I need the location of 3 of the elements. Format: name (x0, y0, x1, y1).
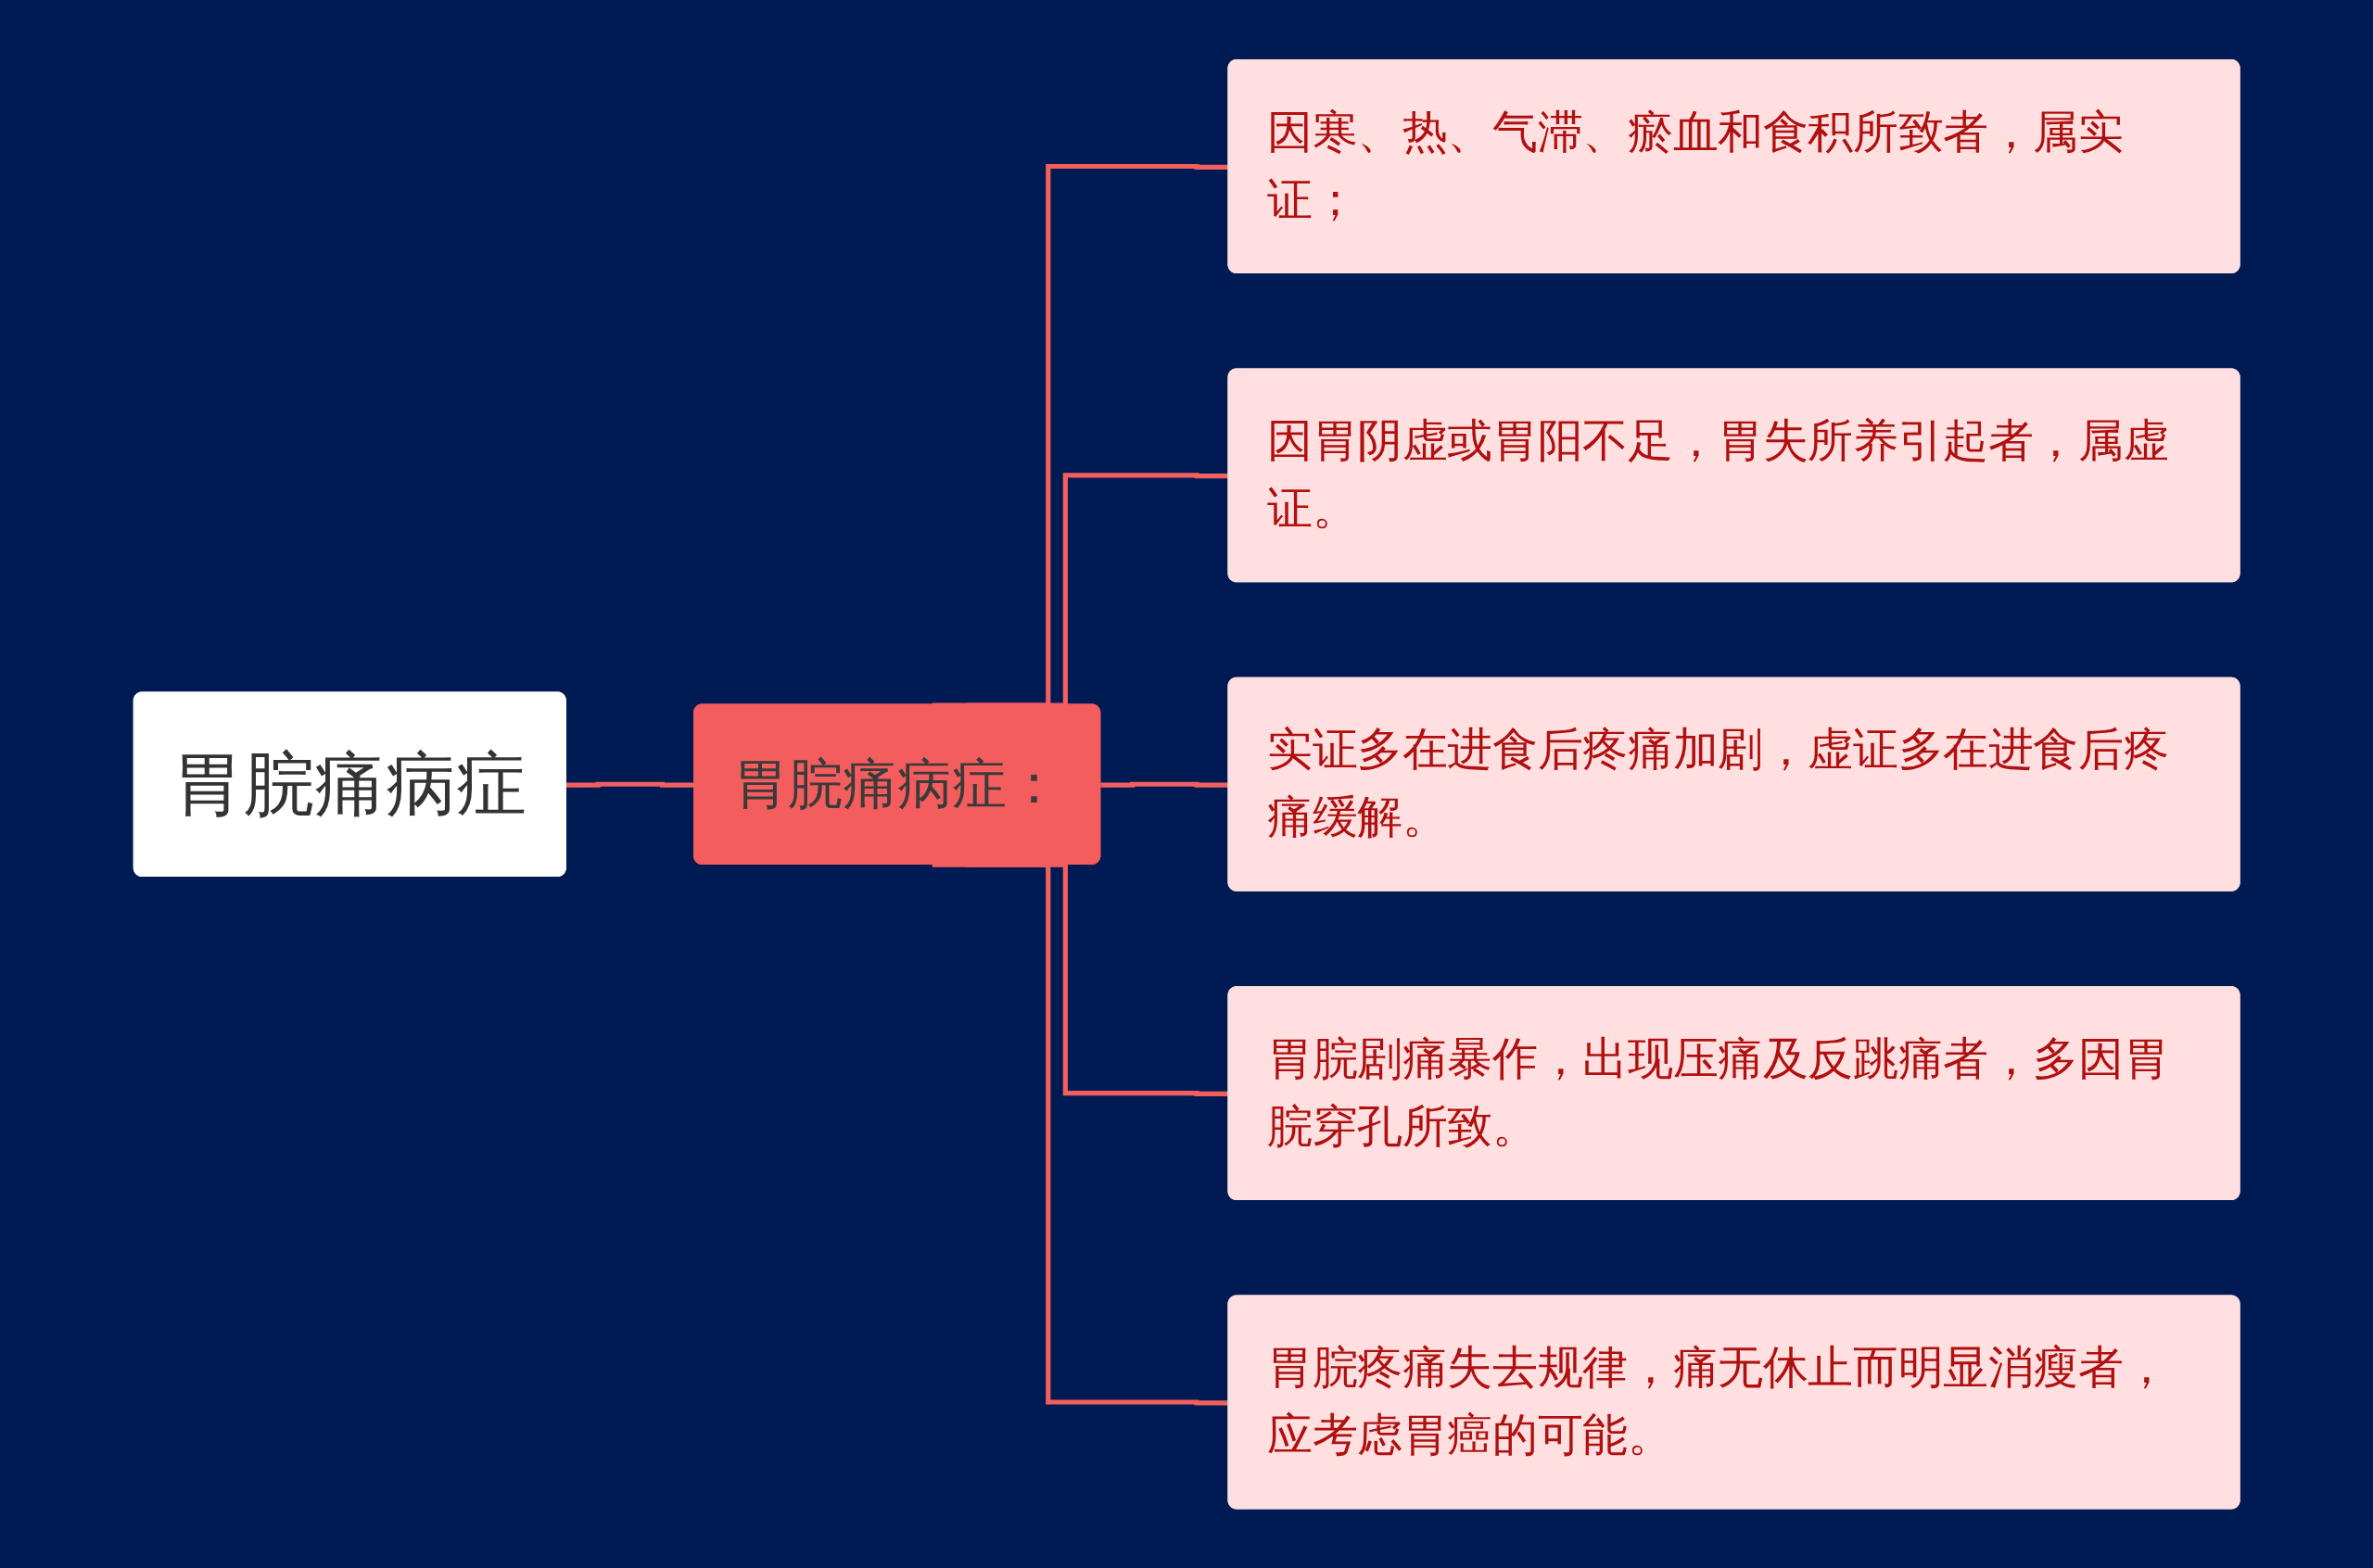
connector (565, 781, 695, 788)
connector (932, 862, 1229, 1406)
connector (1100, 781, 1229, 788)
